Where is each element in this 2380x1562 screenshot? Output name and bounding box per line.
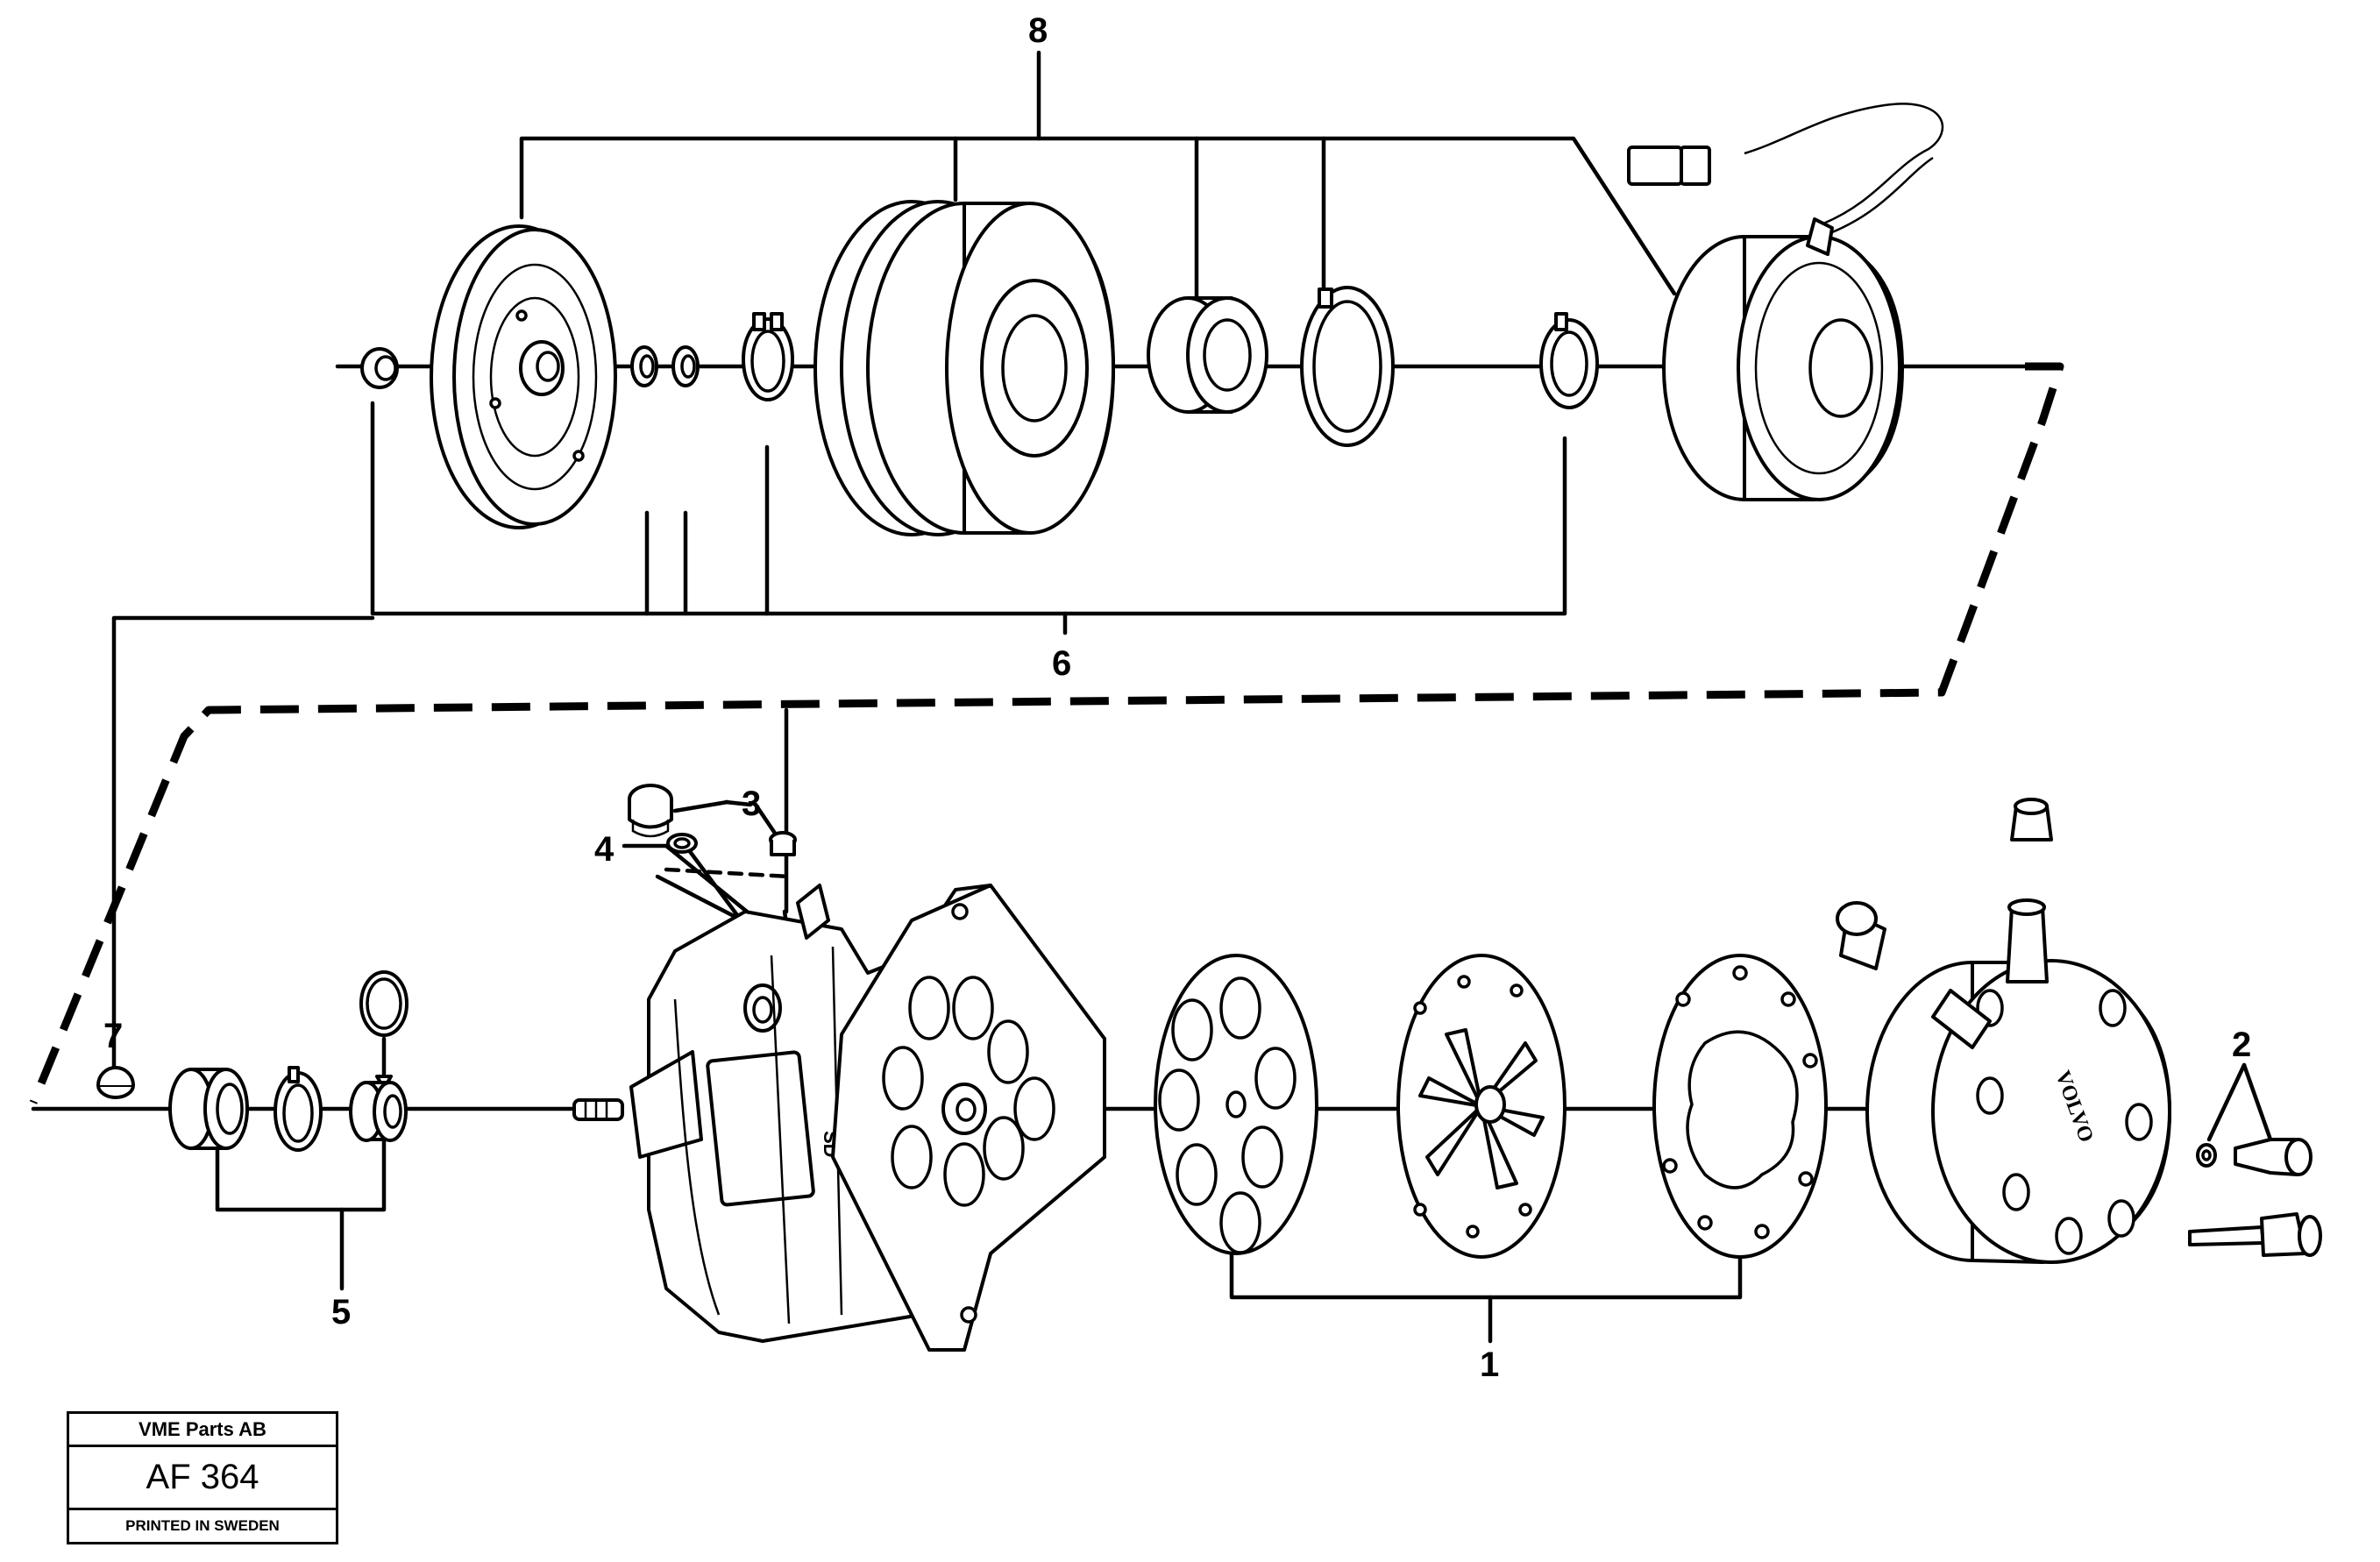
clutch-assembly: [360, 103, 1943, 536]
callout-3: 3: [742, 785, 761, 823]
callout-2: 2: [2232, 1026, 2251, 1064]
plug-o-ring-icon: [666, 833, 698, 854]
callout-1: 1: [1480, 1345, 1499, 1384]
callout-4: 4: [594, 830, 615, 869]
armature-plate-icon: [430, 224, 617, 529]
gasket-icon: [1652, 954, 1828, 1259]
shaft-snap-ring-icon: [274, 1066, 323, 1152]
callout-7: 7: [103, 1017, 123, 1055]
shaft-seal-icon: [349, 1081, 408, 1142]
key-icon: [96, 1066, 135, 1099]
snap-ring-icon: [742, 312, 794, 401]
callout-labels: 8 6 3 4 7 5 1 2: [103, 11, 2251, 1384]
o-ring-icon: [359, 970, 409, 1090]
valve-icon: [769, 831, 797, 856]
stamp-company: VME Parts AB: [69, 1414, 336, 1447]
nut-icon: [360, 347, 399, 389]
bearing-icon: [1147, 296, 1268, 414]
oil-plug-icon: [628, 784, 673, 838]
callout-5: 5: [331, 1293, 351, 1331]
shim-icon: [630, 345, 700, 387]
snap-ring-large-icon: [1300, 286, 1395, 447]
compressor-body-icon: SD: [629, 884, 1106, 1352]
callout-6: 6: [1052, 644, 1071, 683]
stamp-code: AF 364: [69, 1447, 336, 1510]
bolt-icon: [2188, 1138, 2322, 1257]
stamp-note: PRINTED IN SWEDEN: [125, 1517, 280, 1534]
field-coil-icon: [1627, 103, 1943, 501]
title-stamp: VME Parts AB AF 364 PRINTED IN SWEDEN: [67, 1411, 338, 1544]
felt-seal-icon: [168, 1068, 249, 1150]
compressor-assembly: SD: [96, 784, 2322, 1352]
shaft-icon: [572, 1098, 624, 1121]
cylinder-head-icon: VOLVO: [1836, 798, 2171, 1264]
valve-plate-icon: [1154, 954, 1318, 1255]
snap-ring-small-icon: [1539, 312, 1599, 409]
callout-8: 8: [1028, 11, 1048, 50]
pulley-icon: [813, 200, 1115, 536]
reed-plate-icon: [1396, 954, 1567, 1259]
